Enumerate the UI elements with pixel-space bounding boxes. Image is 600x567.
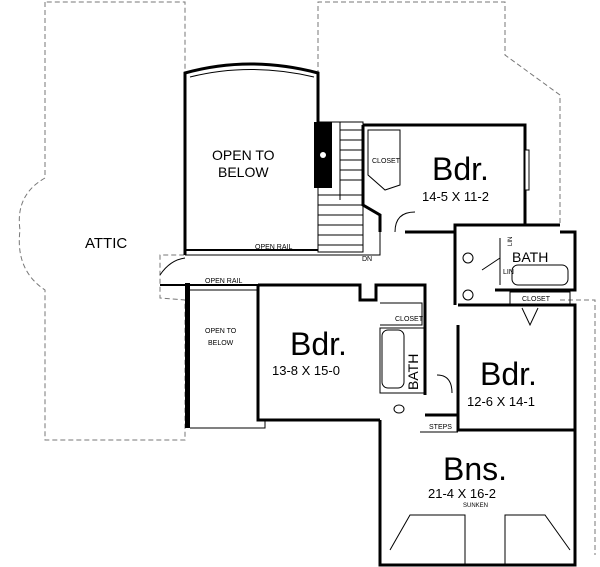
bath-upper-label: BATH [512,249,548,265]
hall-walls [159,232,381,286]
open-rail-lower-label: OPEN RAIL [205,278,242,285]
lin-b-label: LIN [503,269,514,276]
bedroom-2-size: 13-8 X 15-0 [272,363,340,378]
open-rail-upper-label: OPEN RAIL [255,244,292,251]
attic-label: ATTIC [85,235,127,252]
closet-top-walls [367,129,401,191]
closet-mid-walls [380,302,423,326]
dn-label: DN [362,256,372,263]
open-to-below-left-rail [185,283,190,428]
open-to-below-top-line1: OPEN TO [212,147,275,163]
lin-a-label: LIN [508,237,514,246]
open-to-below-left-line2: BELOW [208,340,234,347]
bonus-walls [378,413,577,567]
closet-top-label: CLOSET [372,158,401,165]
bedroom-3-door-left [436,374,453,394]
bath-lower-label: BATH [405,354,421,390]
bonus-dormer-right [504,514,571,565]
open-to-below-top-line2: BELOW [218,164,269,180]
bedroom-1-window [524,149,530,191]
tub-upper [511,264,569,286]
bedroom-1-door [394,211,416,233]
bedroom-1-size: 14-5 X 11-2 [422,189,489,204]
sink-a [462,252,474,264]
open-to-below-left-line1: OPEN TO [205,328,237,335]
bedroom-2-name: Bdr. [290,326,347,362]
bonus-dormer-left [389,514,466,565]
bath-mid-box [379,327,426,394]
sink-b [462,289,474,301]
bedroom-1-name: Bdr. [432,151,489,187]
toilet-mid [393,404,405,414]
bonus-size: 21-4 X 16-2 [428,486,496,501]
lin-divider [481,238,501,285]
attic-outline [18,1,186,441]
bedroom-3-size: 12-6 X 14-1 [467,394,535,409]
bedroom-3-name: Bdr. [480,356,537,392]
bonus-name: Bns. [443,451,507,487]
bedroom-3-door [521,307,539,327]
attic-outline-right-low [560,299,596,555]
bath-upper-walls [453,230,577,305]
closet-mid-label: CLOSET [395,316,424,323]
closet-right-label: CLOSET [522,296,551,303]
steps-label: STEPS [429,424,452,431]
staircase [317,121,364,253]
open-to-below-left-walls [190,289,266,429]
tub-mid [381,329,405,389]
attic-outline-right [317,1,561,225]
sunken-label: SUNKEN [463,503,488,509]
stair-post-dot [320,152,326,158]
open-to-below-top-walls [183,62,320,255]
open-to-below-top-arc [189,69,315,78]
